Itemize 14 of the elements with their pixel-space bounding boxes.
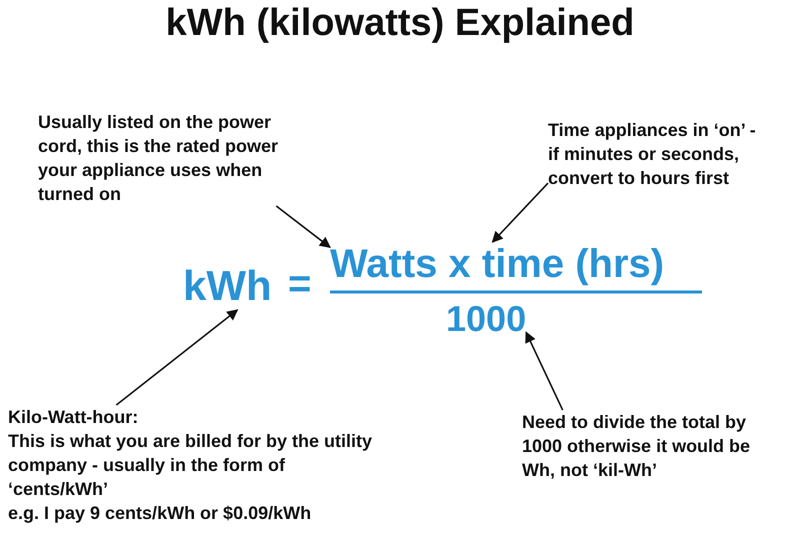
arrow xyxy=(116,309,238,406)
formula-denominator: 1000 xyxy=(446,298,526,340)
arrow xyxy=(525,331,564,410)
annotation-text: Need to divide the total by 1000 otherwise it would be Wh, not ‘kil-Wh’ xyxy=(522,410,772,482)
arrow xyxy=(492,182,549,243)
annotation-text: Usually listed on the power cord, this is the rated power your appliance uses when turned on xyxy=(38,110,318,206)
annotation-text: Time appliances in ‘on’ - if minutes or seconds, convert to hours first xyxy=(548,118,763,190)
annotation-text: e.g. I pay 9 cents/kWh or $0.09/kWh xyxy=(8,502,312,525)
arrow xyxy=(276,205,331,248)
formula-term: kWh xyxy=(183,262,272,310)
title: kWh (kilowatts) Explained xyxy=(164,2,636,45)
formula-numerator: Watts x time (hrs) xyxy=(330,242,664,287)
annotation-heading: Kilo-Watt-hour: xyxy=(8,406,140,429)
equals-sign: = xyxy=(288,262,312,307)
